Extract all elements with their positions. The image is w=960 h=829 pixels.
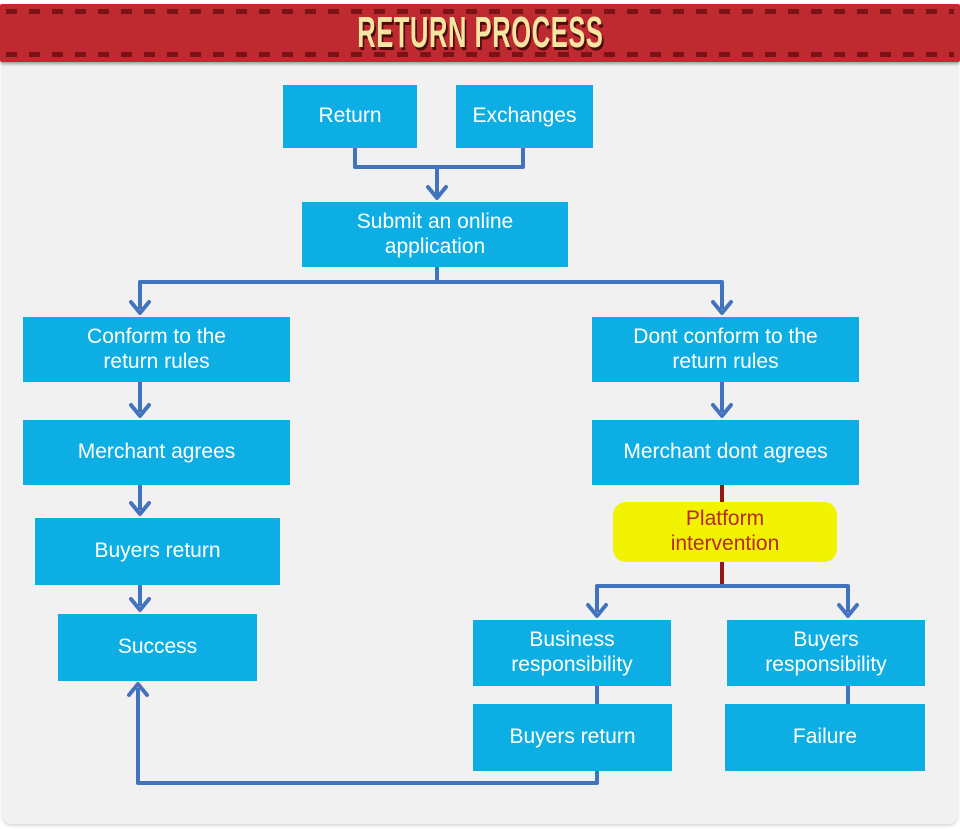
flow-node-platform-intervention: Platform intervention <box>613 502 837 562</box>
flow-node-merchant-agrees: Merchant agrees <box>23 420 290 485</box>
flow-node-label: Buyers responsibility <box>765 628 887 676</box>
flow-node-buyers-return-left: Buyers return <box>35 518 280 585</box>
flow-node-conform-rules: Conform to the return rules <box>23 317 290 382</box>
flow-node-merchant-dont-agrees: Merchant dont agrees <box>592 420 859 485</box>
flow-node-buyers-responsibility: Buyers responsibility <box>727 620 925 686</box>
flow-node-label: Exchanges <box>472 104 577 128</box>
flow-node-label: Failure <box>792 725 858 749</box>
flow-node-label: Submit an online application <box>356 209 514 258</box>
flow-node-failure: Failure <box>725 704 925 771</box>
connector-loop-to-success <box>136 688 599 785</box>
flow-node-label: Success <box>117 635 198 659</box>
arrowhead-into-buyers-return-left <box>129 501 151 516</box>
flow-node-label: Buyers return <box>94 539 221 563</box>
header-banner: RETURN PROCESS <box>0 4 960 62</box>
arrowhead-into-buyers-resp <box>837 603 859 618</box>
flow-node-label: Platform intervention <box>670 507 780 555</box>
flow-node-dont-conform-rules: Dont conform to the return rules <box>592 317 859 382</box>
flow-node-submit-application: Submit an online application <box>302 202 568 267</box>
arrowhead-into-merchant-agrees <box>129 403 151 418</box>
arrowhead-into-success <box>129 597 151 612</box>
flow-node-label: Business responsibility <box>511 628 633 676</box>
arrowhead-into-submit <box>426 185 448 200</box>
connector-merge-top <box>353 148 525 169</box>
flow-node-label: Merchant agrees <box>77 440 236 464</box>
page-title: RETURN PROCESS <box>0 4 960 62</box>
arrowhead-into-merchant-dont-agrees <box>711 403 733 418</box>
flow-node-label: Conform to the return rules <box>87 324 226 373</box>
flow-node-success: Success <box>58 614 257 681</box>
arrowhead-into-dont-conform <box>711 300 733 315</box>
flow-node-business-responsibility: Business responsibility <box>473 620 671 686</box>
flow-node-exchanges: Exchanges <box>456 85 593 148</box>
flow-node-label: Buyers return <box>509 725 636 749</box>
connector-submit-split <box>138 267 724 309</box>
flow-node-label: Dont conform to the return rules <box>633 324 818 373</box>
flow-node-buyers-return-right: Buyers return <box>473 704 672 771</box>
page-title-text: RETURN PROCESS <box>356 8 604 57</box>
arrowhead-into-conform <box>129 300 151 315</box>
connector-platform-split <box>595 584 850 612</box>
flow-node-label: Return <box>318 104 382 128</box>
flow-node-return: Return <box>283 85 417 148</box>
arrowhead-loop-into-success <box>127 682 149 697</box>
banner-stitch-bottom <box>6 52 954 57</box>
flow-node-label: Merchant dont agrees <box>623 440 828 464</box>
arrowhead-into-business-resp <box>586 603 608 618</box>
banner-stitch-top <box>6 9 954 14</box>
